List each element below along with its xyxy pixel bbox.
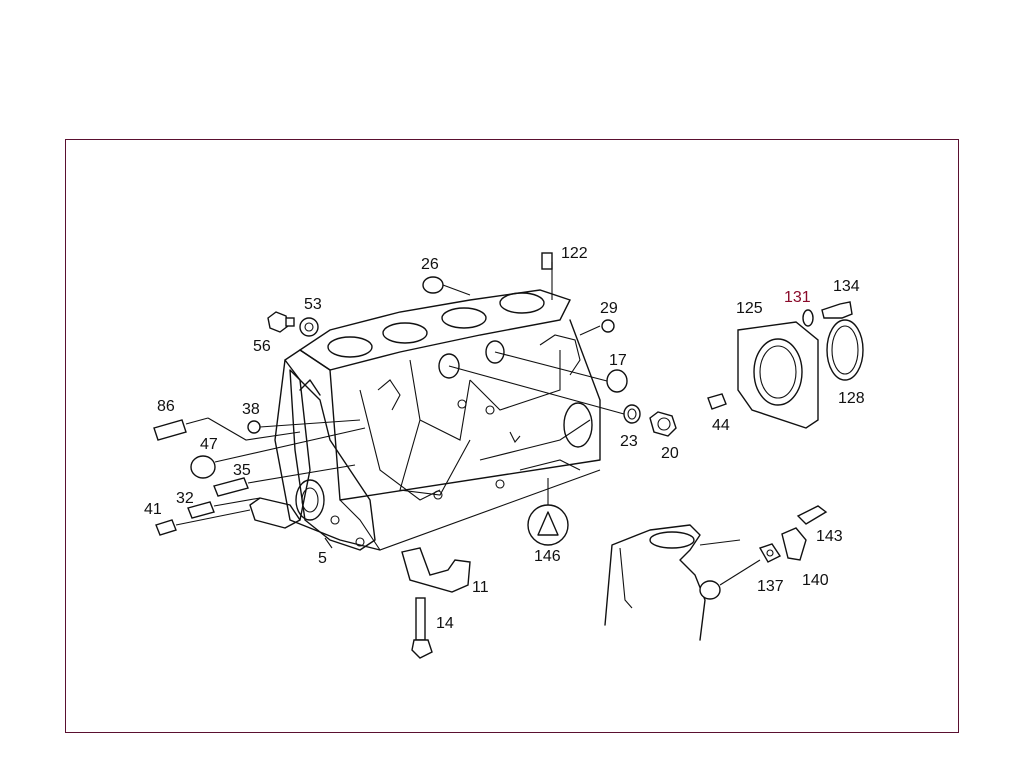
pin-86 xyxy=(153,419,187,441)
pin-32 xyxy=(187,501,215,519)
label-128: 128 xyxy=(838,390,865,407)
label-20: 20 xyxy=(661,445,679,462)
label-146: 146 xyxy=(534,548,561,565)
label-53: 53 xyxy=(304,296,322,313)
label-143: 143 xyxy=(816,528,843,545)
flange-140 xyxy=(781,527,807,561)
oil-pan-detail xyxy=(604,524,761,641)
label-41: 41 xyxy=(144,501,162,518)
plug-38 xyxy=(247,420,261,434)
bolt-14 xyxy=(415,597,426,641)
bearing-cap-11 xyxy=(401,547,471,593)
label-56: 56 xyxy=(253,338,271,355)
washer-23 xyxy=(623,404,641,424)
plug-29 xyxy=(601,319,615,333)
label-86: 86 xyxy=(157,398,175,415)
label-125: 125 xyxy=(736,300,763,317)
diagram-frame xyxy=(65,139,959,733)
label-26: 26 xyxy=(421,256,439,273)
label-44: 44 xyxy=(712,417,730,434)
label-131: 131 xyxy=(784,289,811,306)
dowel-44 xyxy=(707,393,727,410)
label-122: 122 xyxy=(561,245,588,262)
bolt-143 xyxy=(796,505,828,525)
label-14: 14 xyxy=(436,615,454,632)
label-29: 29 xyxy=(600,300,618,317)
label-11: 11 xyxy=(472,579,489,596)
pin-41 xyxy=(155,519,177,536)
label-17: 17 xyxy=(609,352,627,369)
label-134: 134 xyxy=(833,278,860,295)
bolt-134 xyxy=(821,301,853,319)
label-32: 32 xyxy=(176,490,194,507)
label-23: 23 xyxy=(620,433,638,450)
dowel-122 xyxy=(541,252,553,270)
plug-17 xyxy=(606,369,628,393)
label-47: 47 xyxy=(200,436,218,453)
plug-26 xyxy=(422,276,444,294)
ring-47 xyxy=(190,455,216,479)
label-140: 140 xyxy=(802,572,829,589)
plug-20 xyxy=(649,411,677,437)
washer-131 xyxy=(802,309,814,327)
label-137: 137 xyxy=(757,578,784,595)
pin-35 xyxy=(213,477,249,497)
bolt-56 xyxy=(267,311,289,333)
gasket-137 xyxy=(758,543,782,563)
engine-block xyxy=(249,289,601,551)
label-35: 35 xyxy=(233,462,251,479)
seal-146 xyxy=(527,504,569,546)
seal-128 xyxy=(826,319,864,381)
label-5: 5 xyxy=(318,550,327,567)
seal-carrier-125 xyxy=(737,321,819,429)
label-38: 38 xyxy=(242,401,260,418)
washer-53 xyxy=(299,317,319,337)
